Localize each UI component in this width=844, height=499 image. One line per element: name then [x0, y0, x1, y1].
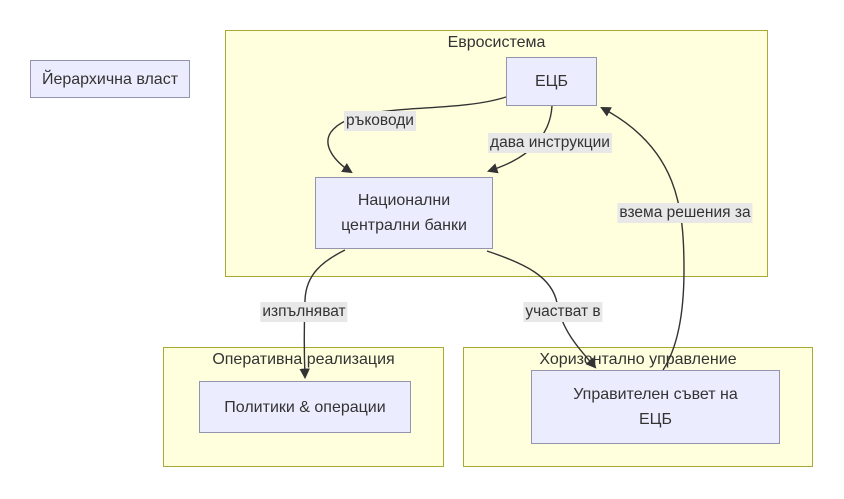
- node-hierarchical-power: Йерархична власт: [30, 60, 190, 98]
- node-policies-label: Политики & операции: [224, 398, 386, 416]
- edge-label-makes-decisions-for: взема решения за: [617, 203, 753, 223]
- node-ncb-label-line2: централни банки: [341, 217, 467, 234]
- cluster-operational-title: Оперативна реализация: [212, 351, 395, 368]
- cluster-eurosystem-title: Евросистема: [447, 34, 546, 51]
- edge-ecb-leads-ncb: [327, 96, 507, 174]
- edge-ncb-implements-policies: [299, 249, 346, 380]
- node-national-central-banks: Национални централни банки: [315, 177, 493, 249]
- node-ncb-label-line1: Национални: [357, 192, 451, 209]
- node-council-label-line1: Управителен съвет на: [573, 386, 738, 403]
- node-council-label-line2: ЕЦБ: [638, 411, 672, 428]
- edge-label-implement: изпълняват: [260, 302, 348, 322]
- edge-council-decides-ecb: [600, 107, 685, 371]
- edge-label-participate-in: участват в: [523, 302, 603, 322]
- node-ecb-label: ЕЦБ: [534, 73, 568, 90]
- node-policies-operations: Политики & операции: [199, 381, 411, 433]
- edge-label-gives-instructions: дава инструкции: [488, 133, 612, 153]
- node-ecb: ЕЦБ: [506, 57, 597, 106]
- node-hierarchical-power-label: Йерархична власт: [41, 70, 179, 88]
- node-governing-council: Управителен съвет на ЕЦБ: [531, 370, 780, 444]
- edge-label-leads: ръководи: [344, 111, 416, 131]
